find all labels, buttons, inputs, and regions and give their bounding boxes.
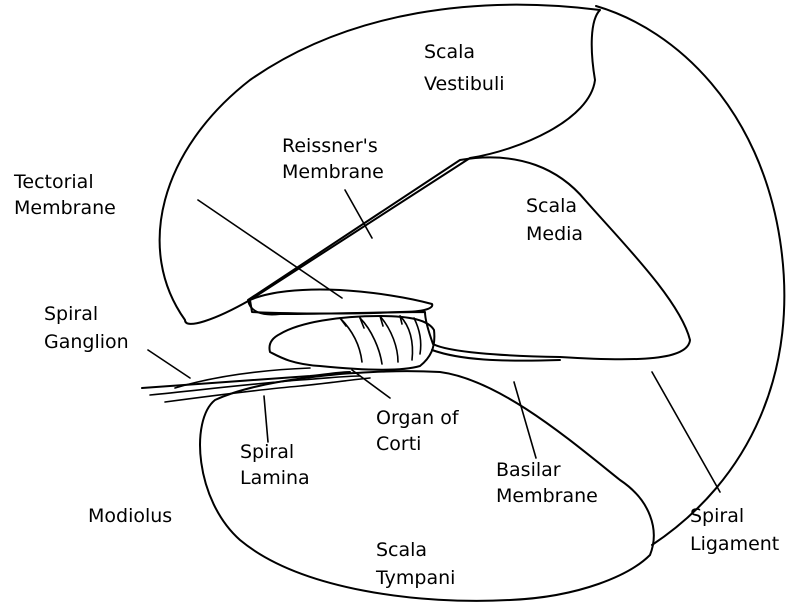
leader-organ-of-corti xyxy=(352,370,390,398)
leader-spiral-lamina xyxy=(264,396,268,442)
label-scala-vestibuli: Scala Vestibuli xyxy=(424,41,505,95)
spiral-ganglion-nerve-fibers xyxy=(142,368,370,402)
tectorial-membrane-shape xyxy=(250,289,432,313)
label-tectorial-membrane: Tectorial Membrane xyxy=(13,171,116,219)
label-reissners-membrane: Reissner's Membrane xyxy=(282,135,384,183)
leader-basilar-membrane xyxy=(514,382,536,458)
label-basilar-membrane: Basilar Membrane xyxy=(496,459,598,507)
cochlea-outer-wall xyxy=(596,6,784,545)
label-scala-tympani: Scala Tympani xyxy=(375,539,455,589)
leader-spiral-ganglion xyxy=(148,350,190,378)
label-scala-media: Scala Media xyxy=(526,195,583,245)
label-spiral-lamina: Spiral Lamina xyxy=(240,441,310,489)
label-organ-of-corti: Organ of Corti xyxy=(376,407,465,455)
label-spiral-ganglion: Spiral Ganglion xyxy=(44,303,129,353)
leader-spiral-ligament xyxy=(652,372,720,492)
organ-of-corti-shape xyxy=(269,316,434,370)
leader-tectorial-membrane xyxy=(198,200,342,298)
label-modiolus: Modiolus xyxy=(88,505,172,527)
label-spiral-ligament: Spiral Ligament xyxy=(690,505,779,555)
